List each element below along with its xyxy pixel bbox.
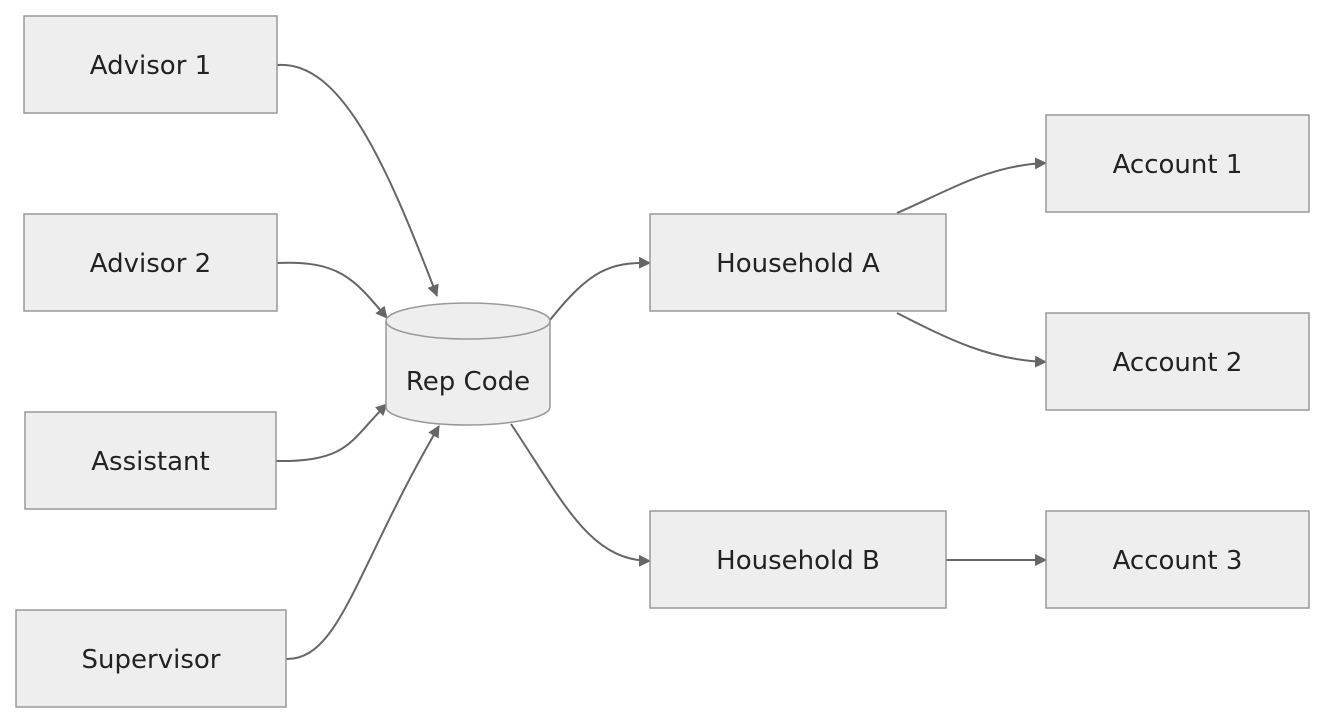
node-account1[interactable]: Account 1 — [1045, 114, 1310, 213]
node-advisor1-label: Advisor 1 — [90, 51, 211, 81]
edge-householdA-to-account1 — [896, 157, 1047, 214]
edges — [275, 63, 1047, 661]
edge-repcode-to-householdB — [510, 423, 651, 567]
node-supervisor-label: Supervisor — [82, 645, 221, 675]
edge-advisor2-to-repcode — [276, 261, 388, 319]
node-assistant[interactable]: Assistant — [24, 411, 277, 510]
edge-supervisor-to-repcode — [285, 425, 440, 661]
repcode-cylinder-top — [385, 320, 551, 340]
node-assistant-label: Assistant — [91, 447, 209, 477]
node-advisor1[interactable]: Advisor 1 — [23, 15, 278, 114]
edge-repcode-to-householdA — [549, 256, 651, 321]
node-account3-label: Account 3 — [1113, 546, 1243, 576]
edge-assistant-to-repcode — [275, 403, 388, 463]
node-account2[interactable]: Account 2 — [1045, 312, 1310, 411]
node-repcode[interactable]: Rep Code — [385, 302, 551, 426]
node-householdB-label: Household B — [716, 546, 880, 576]
node-repcode-label: Rep Code — [406, 367, 530, 397]
node-supervisor[interactable]: Supervisor — [15, 609, 287, 708]
node-account3[interactable]: Account 3 — [1045, 510, 1310, 609]
node-account1-label: Account 1 — [1113, 150, 1243, 180]
node-advisor2[interactable]: Advisor 2 — [23, 213, 278, 312]
node-householdB[interactable]: Household B — [649, 510, 947, 609]
node-advisor2-label: Advisor 2 — [90, 249, 211, 279]
node-householdA[interactable]: Household A — [649, 213, 947, 312]
node-householdA-label: Household A — [716, 249, 880, 279]
edge-advisor1-to-repcode — [276, 63, 439, 297]
edge-householdA-to-account2 — [896, 312, 1047, 368]
node-account2-label: Account 2 — [1113, 348, 1243, 378]
